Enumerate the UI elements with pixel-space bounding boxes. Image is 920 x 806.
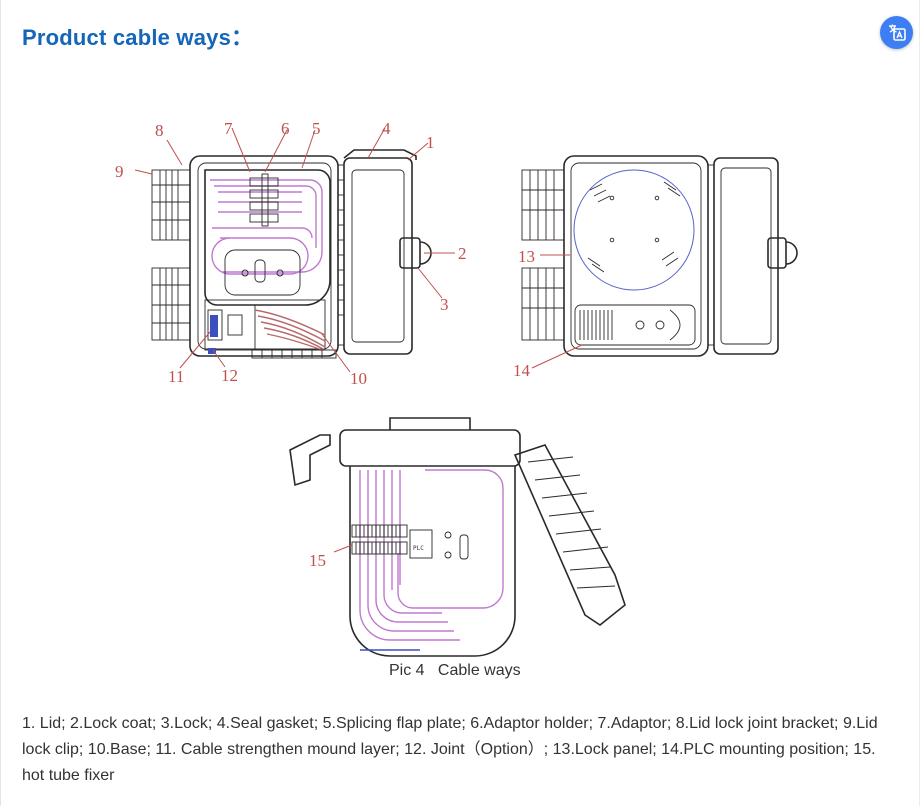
callout-8: 8 <box>155 121 164 140</box>
frame-edge-left <box>0 0 1 806</box>
callout-4: 4 <box>382 119 391 138</box>
translate-button[interactable] <box>880 16 913 49</box>
callout-14: 14 <box>513 361 531 380</box>
figure-caption: Pic 4 Cable ways <box>389 662 521 679</box>
callout-9: 9 <box>115 162 124 181</box>
callout-6: 6 <box>281 119 290 138</box>
callout-1: 1 <box>426 133 435 152</box>
cable-ways-diagram: 8 9 7 6 5 4 1 2 3 10 11 12 <box>115 119 798 657</box>
parts-legend: 1. Lid; 2.Lock coat; 3.Lock; 4.Seal gask… <box>22 715 878 784</box>
lid-view: 13 14 <box>513 155 798 380</box>
page-title: Product cable ways： <box>22 25 254 50</box>
callout-11: 11 <box>168 367 184 386</box>
callout-5: 5 <box>312 119 321 138</box>
translate-icon <box>888 24 906 41</box>
callout-3: 3 <box>440 295 449 314</box>
front-view: 8 9 7 6 5 4 1 2 3 10 11 12 <box>115 119 467 388</box>
callout-10: 10 <box>350 369 367 388</box>
callout-12: 12 <box>221 366 238 385</box>
callout-2: 2 <box>458 244 467 263</box>
plc-label: PLC <box>413 545 424 552</box>
callout-7: 7 <box>224 119 233 138</box>
callout-15: 15 <box>309 551 326 570</box>
side-view: PLC 15 <box>289 417 626 657</box>
callout-13: 13 <box>518 247 535 266</box>
